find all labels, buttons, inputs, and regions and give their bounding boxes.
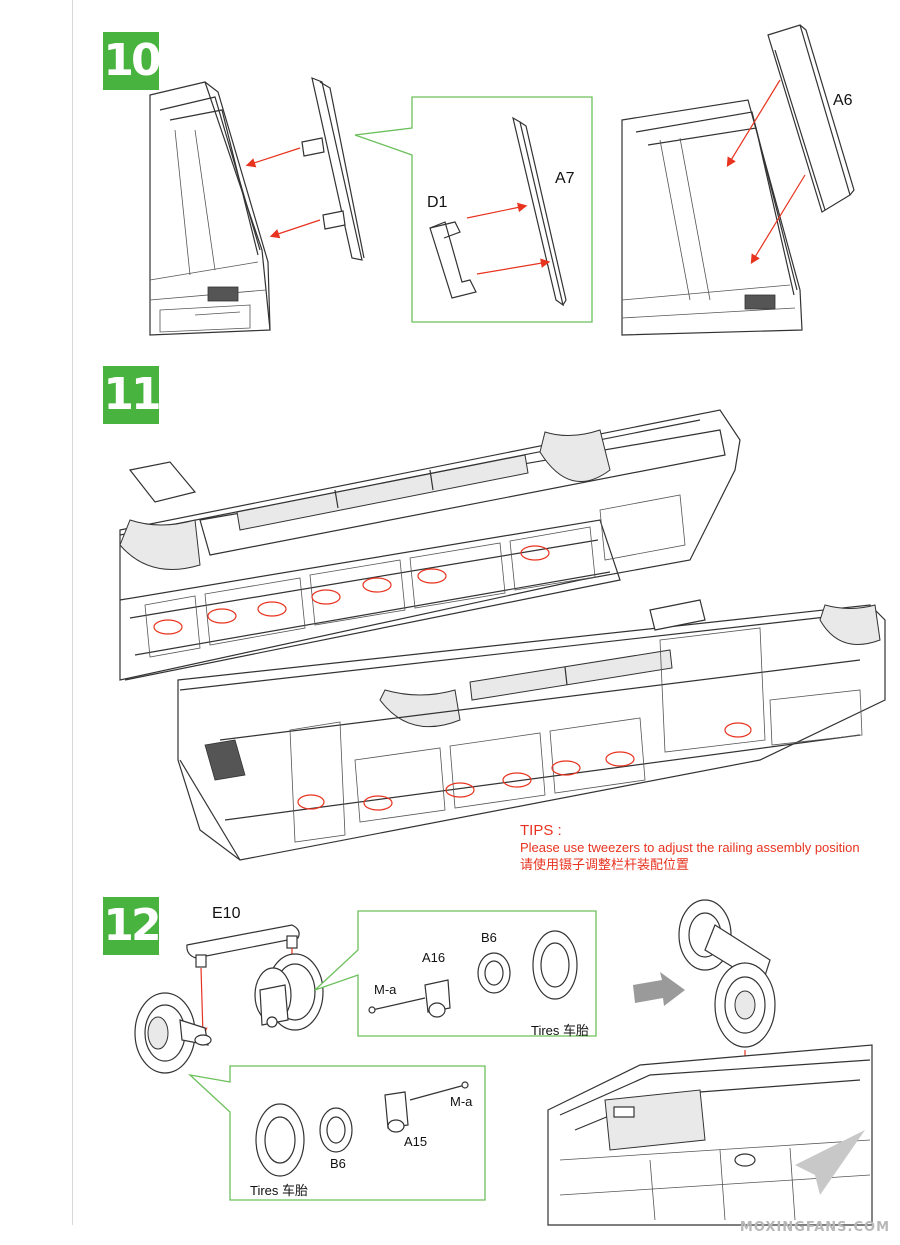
step-10-right-body — [621, 99, 803, 336]
step-12-chassis-rear — [547, 1044, 873, 1226]
label-tires-bottom: Tires 车胎 — [250, 1183, 309, 1198]
tips-title: TIPS : — [520, 822, 562, 839]
step-10-badge: 10 — [103, 32, 162, 90]
label-m-a-top: M-a — [374, 982, 397, 997]
step-11-lower-chassis — [177, 599, 886, 861]
step-12-axle-assembly — [678, 899, 776, 1048]
step-11-badge: 11 — [103, 366, 162, 424]
label-e10: E10 — [212, 905, 241, 922]
step-12-badge: 12 — [103, 897, 162, 955]
label-a16: A16 — [422, 950, 446, 965]
label-a7: A7 — [555, 170, 575, 187]
step-10-part-a6 — [767, 24, 855, 213]
step-10-left-body — [149, 81, 271, 336]
tips-box: TIPS : Please use tweezers to adjust the… — [520, 822, 860, 873]
step-11-upper-chassis — [119, 409, 741, 681]
direction-arrow — [633, 972, 685, 1006]
step-11-lower-rail-circles — [297, 722, 752, 811]
watermark-text: MOXINGFANS.COM — [739, 1220, 890, 1235]
step-12-callout-a15 — [187, 1065, 486, 1201]
tips-text-cn: 请使用镊子调整栏杆装配位置 — [520, 857, 690, 872]
label-m-a-bottom: M-a — [450, 1094, 473, 1109]
step-12-callout-a16 — [314, 910, 597, 1037]
label-b6-bottom: B6 — [330, 1156, 346, 1171]
step-10-callout — [354, 96, 593, 323]
step-11-upper-rail-circles — [153, 545, 550, 635]
tips-text-en: Please use tweezers to adjust the railin… — [520, 840, 860, 855]
label-a15: A15 — [404, 1134, 428, 1149]
label-tires-top: Tires 车胎 — [531, 1023, 590, 1038]
step-11-lower-windows — [289, 627, 863, 843]
page-margin-line — [72, 0, 73, 1225]
step-12-right-wheel-assembly — [254, 953, 324, 1031]
watermark-logo — [795, 1130, 865, 1195]
label-a6: A6 — [833, 92, 853, 109]
step-12-part-e10 — [186, 924, 300, 968]
label-d1: D1 — [427, 194, 448, 211]
step-10-panel-a7-left — [301, 77, 365, 261]
step-12-left-wheel-assembly — [134, 992, 212, 1074]
step-11-upper-windows — [144, 494, 686, 658]
label-b6-top: B6 — [481, 930, 497, 945]
